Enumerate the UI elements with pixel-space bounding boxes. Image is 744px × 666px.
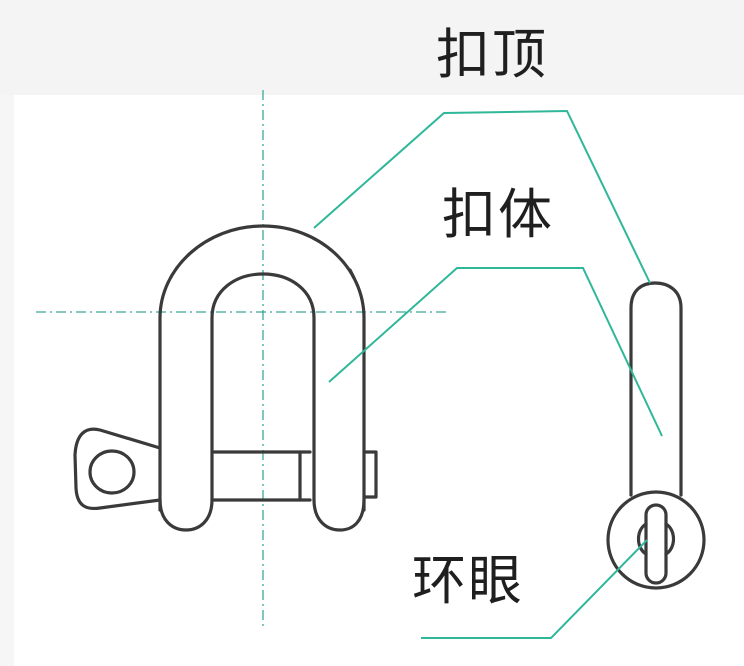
side-view-shackle [606, 281, 706, 590]
side-pin [644, 503, 668, 585]
leader-lines [313, 109, 663, 639]
bow-tick [348, 268, 356, 280]
label-shackle-body: 扣体 [442, 183, 554, 246]
left-leg-bottom [158, 498, 214, 532]
bow-inner-outline [210, 272, 316, 502]
front-view-shackle [73, 224, 378, 532]
label-shackle-top: 扣顶 [436, 23, 548, 86]
pin-eye-head [73, 427, 162, 511]
leader-body [328, 267, 663, 437]
right-leg-bottom [312, 498, 366, 532]
label-shackle-eye: 环眼 [412, 549, 524, 612]
center-lines [36, 90, 446, 628]
side-bow-outline [629, 281, 683, 497]
side-pin-collar-right [664, 522, 676, 556]
pin-eye-hole [88, 449, 136, 495]
pin-tip [362, 450, 378, 499]
leader-top [313, 109, 651, 284]
side-eye-ring [606, 490, 706, 590]
top-background-band [0, 0, 744, 95]
left-margin-strip [0, 95, 14, 666]
side-pin-collar-left [636, 522, 648, 556]
leader-eye [421, 539, 648, 639]
bow-outer-outline [158, 224, 366, 512]
